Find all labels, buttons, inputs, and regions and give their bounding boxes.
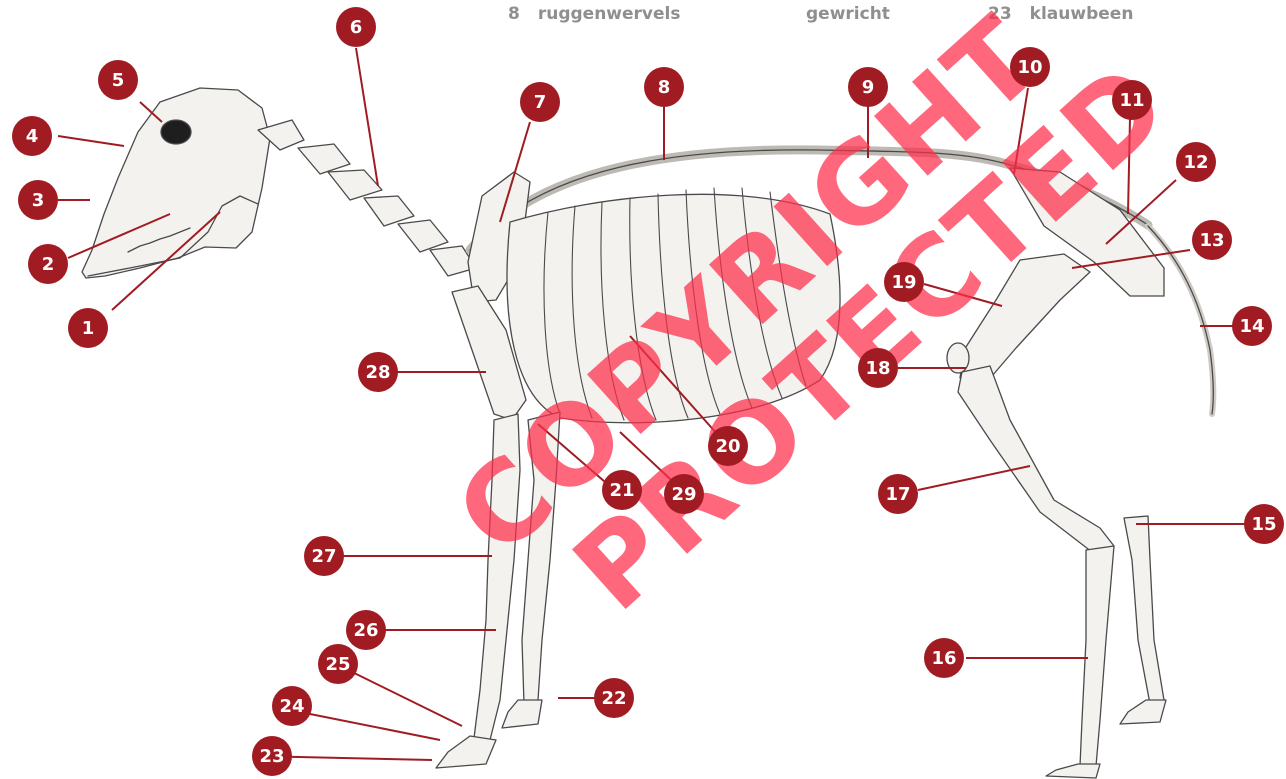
label-badge: 22 (594, 678, 634, 718)
label-badge: 7 (520, 82, 560, 122)
label-badge: 26 (346, 610, 386, 650)
eye-orbit (161, 120, 191, 144)
svg-text:4: 4 (26, 126, 39, 147)
label-badge: 21 (602, 470, 642, 510)
svg-text:8: 8 (658, 77, 671, 98)
svg-text:18: 18 (865, 358, 890, 379)
label-badge: 13 (1192, 220, 1232, 260)
label-badge: 1 (68, 308, 108, 348)
label-badge: 9 (848, 67, 888, 107)
svg-text:19: 19 (891, 272, 916, 293)
neck-vertebra-4 (364, 196, 414, 226)
label-badge: 28 (358, 352, 398, 392)
svg-text:29: 29 (671, 484, 696, 505)
svg-text:13: 13 (1199, 230, 1224, 251)
label-badge: 5 (98, 60, 138, 100)
front-hoof-near (436, 736, 496, 768)
front-hoof-far (502, 700, 542, 728)
label-badge: 11 (1112, 80, 1152, 120)
label-badge: 6 (336, 7, 376, 47)
hind-hoof-far (1120, 700, 1166, 724)
svg-text:7: 7 (534, 92, 547, 113)
svg-text:1: 1 (82, 318, 95, 339)
hindleg-far (1124, 516, 1164, 704)
svg-text:14: 14 (1239, 316, 1264, 337)
label-badge: 2 (28, 244, 68, 284)
svg-text:27: 27 (311, 546, 336, 567)
svg-text:11: 11 (1119, 90, 1144, 111)
label-badge: 4 (12, 116, 52, 156)
label-badge: 20 (708, 426, 748, 466)
neck-vertebra-2 (298, 144, 350, 174)
label-badge: 27 (304, 536, 344, 576)
svg-text:26: 26 (353, 620, 378, 641)
neck-vertebra-3 (328, 170, 382, 200)
svg-text:22: 22 (601, 688, 626, 709)
svg-text:2: 2 (42, 254, 55, 275)
svg-text:6: 6 (350, 17, 363, 38)
label-badge: 18 (858, 348, 898, 388)
hindleg-near (1080, 546, 1114, 766)
label-badge: 25 (318, 644, 358, 684)
svg-text:25: 25 (325, 654, 350, 675)
label-badge: 14 (1232, 306, 1272, 346)
label-badge: 23 (252, 736, 292, 776)
svg-text:20: 20 (715, 436, 740, 457)
svg-text:12: 12 (1183, 152, 1208, 173)
label-badge: 19 (884, 262, 924, 302)
svg-text:17: 17 (885, 484, 910, 505)
label-badge: 29 (664, 474, 704, 514)
svg-text:5: 5 (112, 70, 125, 91)
svg-text:21: 21 (609, 480, 634, 501)
label-badge: 24 (272, 686, 312, 726)
label-badge: 17 (878, 474, 918, 514)
neck-vertebra-5 (398, 220, 448, 252)
label-badge: 8 (644, 67, 684, 107)
svg-text:16: 16 (931, 648, 956, 669)
svg-text:24: 24 (279, 696, 304, 717)
svg-text:15: 15 (1251, 514, 1276, 535)
svg-text:9: 9 (862, 77, 875, 98)
svg-text:3: 3 (32, 190, 45, 211)
label-badge: 12 (1176, 142, 1216, 182)
label-badge: 3 (18, 180, 58, 220)
svg-text:10: 10 (1017, 57, 1042, 78)
label-badge: 15 (1244, 504, 1284, 544)
label-badge: 10 (1010, 47, 1050, 87)
svg-text:23: 23 (259, 746, 284, 767)
label-badge: 16 (924, 638, 964, 678)
svg-text:28: 28 (365, 362, 390, 383)
hind-hoof-near (1046, 764, 1100, 778)
tibia (958, 366, 1114, 552)
skull (82, 88, 270, 278)
